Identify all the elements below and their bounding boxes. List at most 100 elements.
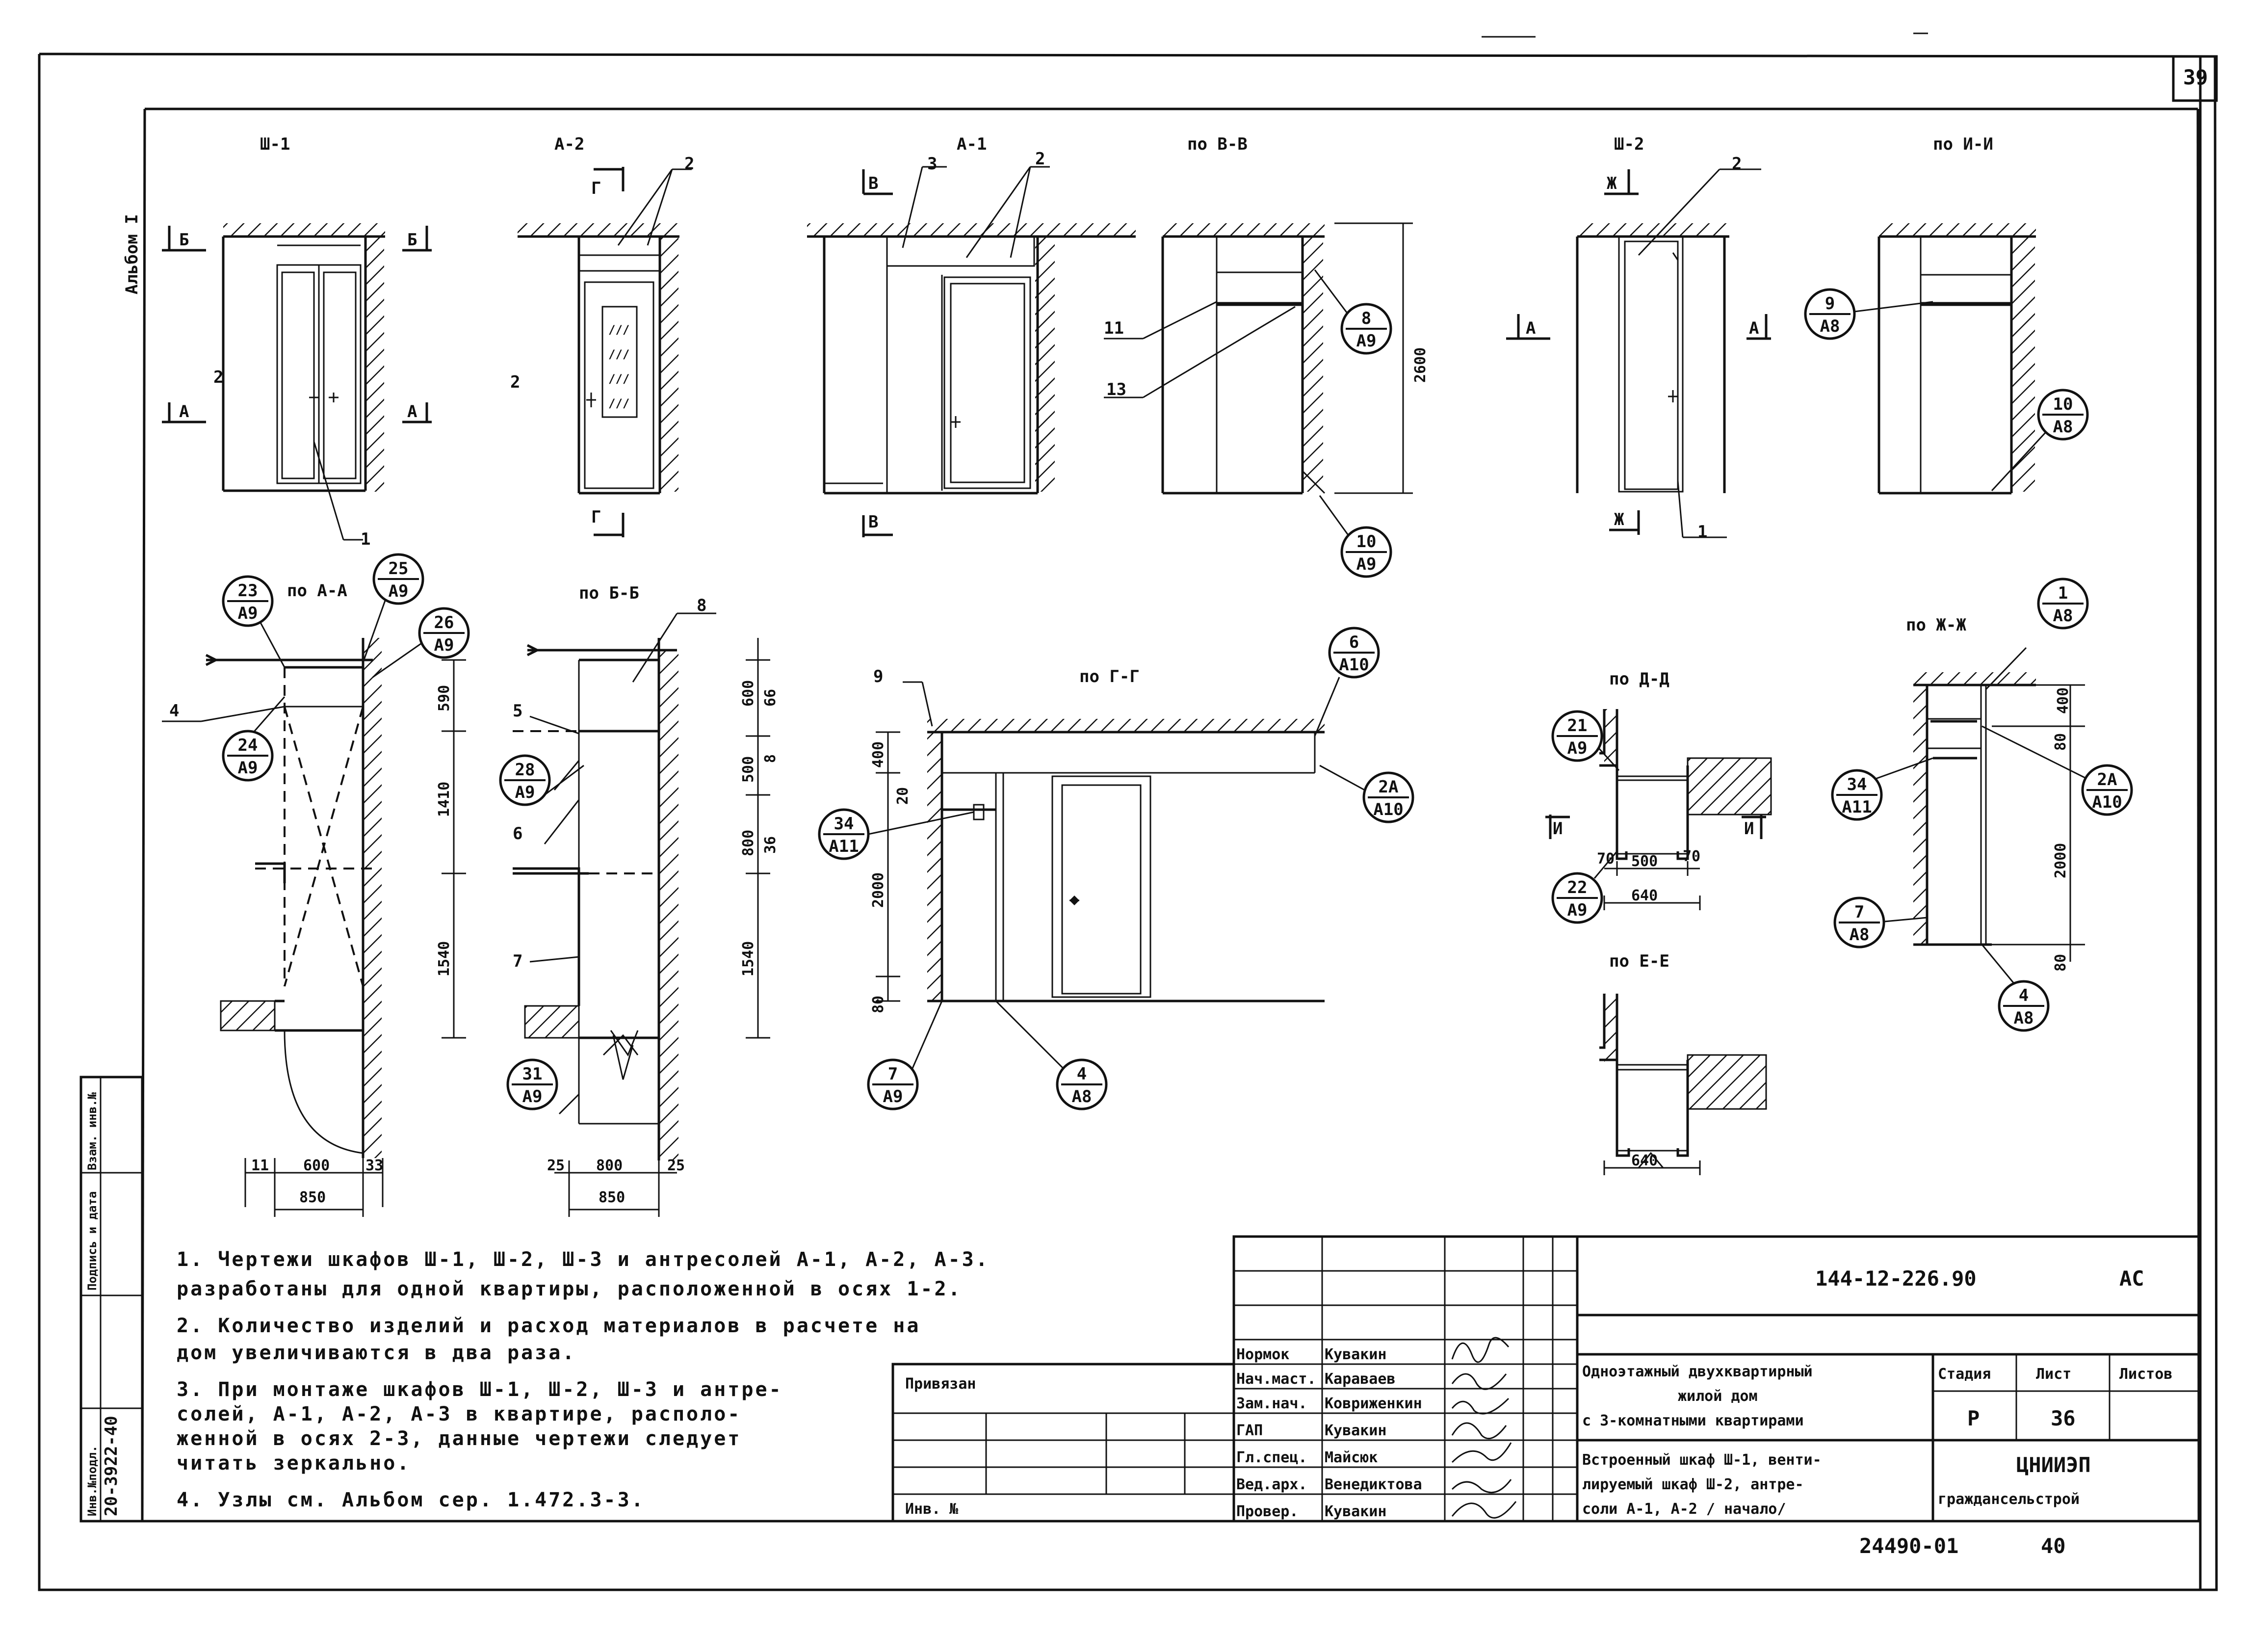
view-title-sh2: Ш-2 xyxy=(1614,134,1644,154)
view-title-b-b: по Б-Б xyxy=(579,583,639,603)
staff-role-6: Провер. xyxy=(1236,1503,1298,1520)
dim-590: 590 xyxy=(436,685,453,712)
callout-number: 6 xyxy=(1349,633,1359,652)
svg-text:///: /// xyxy=(608,372,629,386)
pos-4: 4 xyxy=(169,701,179,721)
dim-25a: 25 xyxy=(547,1157,565,1174)
project-line-3: с 3-комнатными квартирами xyxy=(1582,1412,1804,1429)
cut-a-sh2-right: А xyxy=(1749,318,1759,338)
cut-a-sh2-left: А xyxy=(1526,318,1536,338)
side-stamp: Взам. инв.№ Подпись и дата Инв.№подл. 20… xyxy=(79,1076,144,1523)
callout-bubble: 7А9 xyxy=(867,1058,919,1110)
callout-number: 10 xyxy=(1356,532,1377,552)
note-4: 4. Узлы см. Альбом сер. 1.472.3-3. xyxy=(177,1489,645,1511)
note-2a: 2. Количество изделий и расход материало… xyxy=(177,1315,920,1337)
callout-number: 22 xyxy=(1567,878,1588,897)
callout-ref: А9 xyxy=(883,1087,903,1107)
callout-bubble: 4А8 xyxy=(1056,1058,1108,1110)
staff-role-3: ГАП xyxy=(1236,1422,1263,1439)
callout-ref: А8 xyxy=(1850,925,1870,945)
pos-1-sh1: 1 xyxy=(361,529,370,549)
callout-ref: А8 xyxy=(2053,606,2073,626)
pos-2-a1: 2 xyxy=(1035,149,1045,169)
callout-number: 2А xyxy=(2097,770,2117,790)
dim-25b: 25 xyxy=(667,1157,685,1174)
dim-80b: 80 xyxy=(2052,733,2069,751)
callout-ref: А9 xyxy=(434,635,454,655)
staff-name-3: Кувакин xyxy=(1325,1422,1386,1439)
note-1a: 1. Чертежи шкафов Ш-1, Ш-2, Ш-3 и антрес… xyxy=(177,1248,990,1271)
dim-1540b: 1540 xyxy=(740,941,757,976)
footer-code: 24490-01 xyxy=(1859,1534,1958,1558)
view-title-v-v: по В-В xyxy=(1187,134,1248,154)
view-title-a2: А-2 xyxy=(554,134,584,154)
inv-no-label: Инв. № xyxy=(905,1501,959,1518)
staff-name-5: Венедиктова xyxy=(1325,1476,1422,1493)
org-line-1: ЦНИИЭП xyxy=(2016,1453,2091,1477)
callout-ref: А9 xyxy=(522,1087,543,1107)
callout-ref: А10 xyxy=(1373,800,1403,819)
callout-number: 1 xyxy=(2058,583,2068,603)
callout-ref: А8 xyxy=(1072,1087,1092,1107)
callout-ref: А10 xyxy=(2092,792,2122,812)
cut-g-top: Г xyxy=(591,179,601,198)
pos-2-sh2: 2 xyxy=(1732,154,1742,174)
dim-600w: 600 xyxy=(303,1157,330,1174)
dim-500w: 500 xyxy=(1631,853,1658,870)
view-title-i-i: по И-И xyxy=(1933,134,1993,154)
callout-number: 2А xyxy=(1379,777,1399,797)
callout-number: 25 xyxy=(389,559,409,579)
view-i-i: по И-И xyxy=(1834,134,2052,495)
cut-b-right: Б xyxy=(407,230,417,250)
dim-640a: 640 xyxy=(1631,887,1658,904)
dim-640b: 640 xyxy=(1631,1152,1658,1169)
staff-role-1: Нач.маст. xyxy=(1236,1370,1316,1388)
view-b-b: по Б-Б 5 6 7 8 xyxy=(436,583,779,1217)
dim-36: 36 xyxy=(762,836,779,854)
tied-label: Привязан xyxy=(905,1375,976,1393)
note-1b: разработаны для одной квартиры, располож… xyxy=(177,1278,962,1300)
sheet-title-3: соли А-1, А-2 / начало/ xyxy=(1582,1501,1786,1518)
view-a1: А-1 3 2 В В xyxy=(807,134,1136,537)
sheet-value: 36 xyxy=(2051,1406,2076,1430)
side-inv-value: 20-3922-40 xyxy=(102,1416,121,1516)
cut-zh-bottom: Ж xyxy=(1614,510,1624,529)
staff-role-0: Нормок xyxy=(1236,1346,1289,1363)
view-title-a1: А-1 xyxy=(957,134,987,154)
view-title-a-a: по А-А xyxy=(287,581,347,601)
callout-bubble: 1А8 xyxy=(2037,578,2089,630)
cut-v-bottom: В xyxy=(868,512,878,532)
note-3b: солей, А-1, А-2, А-3 в квартире, располо… xyxy=(177,1403,741,1425)
org-line-2: граждансельстрой xyxy=(1938,1491,2080,1508)
callout-ref: А9 xyxy=(1356,331,1377,351)
title-block: Привязан Инв. № Нормок Кувакин Нач.маст.… xyxy=(891,1235,2200,1523)
callout-bubble: 9А8 xyxy=(1804,288,1856,340)
callout-number: 34 xyxy=(1847,775,1867,794)
pos-2-sh1: 2 xyxy=(213,368,223,387)
callout-ref: А9 xyxy=(1567,738,1588,758)
cut-i-right: И xyxy=(1744,819,1754,839)
page-number: 39 xyxy=(2183,65,2208,89)
callout-ref: А11 xyxy=(1842,797,1872,817)
dim-800w: 800 xyxy=(596,1157,623,1174)
cut-i-left: И xyxy=(1553,819,1563,839)
view-g-g: по Г-Г 9 400 20 2000 80 xyxy=(868,667,1374,1080)
dim-80c: 80 xyxy=(2052,954,2069,972)
dim-2000a: 2000 xyxy=(870,872,887,908)
callout-number: 9 xyxy=(1825,294,1835,314)
dim-70a: 70 xyxy=(1597,850,1615,868)
pos-2-a2: 2 xyxy=(684,154,694,174)
view-title-e-e: по Е-Е xyxy=(1609,951,1669,971)
dim-600: 600 xyxy=(740,680,757,707)
callout-number: 7 xyxy=(888,1064,898,1084)
view-a-a: по А-А 4 11 600 33 850 xyxy=(162,581,430,1217)
dim-11: 11 xyxy=(251,1157,269,1174)
